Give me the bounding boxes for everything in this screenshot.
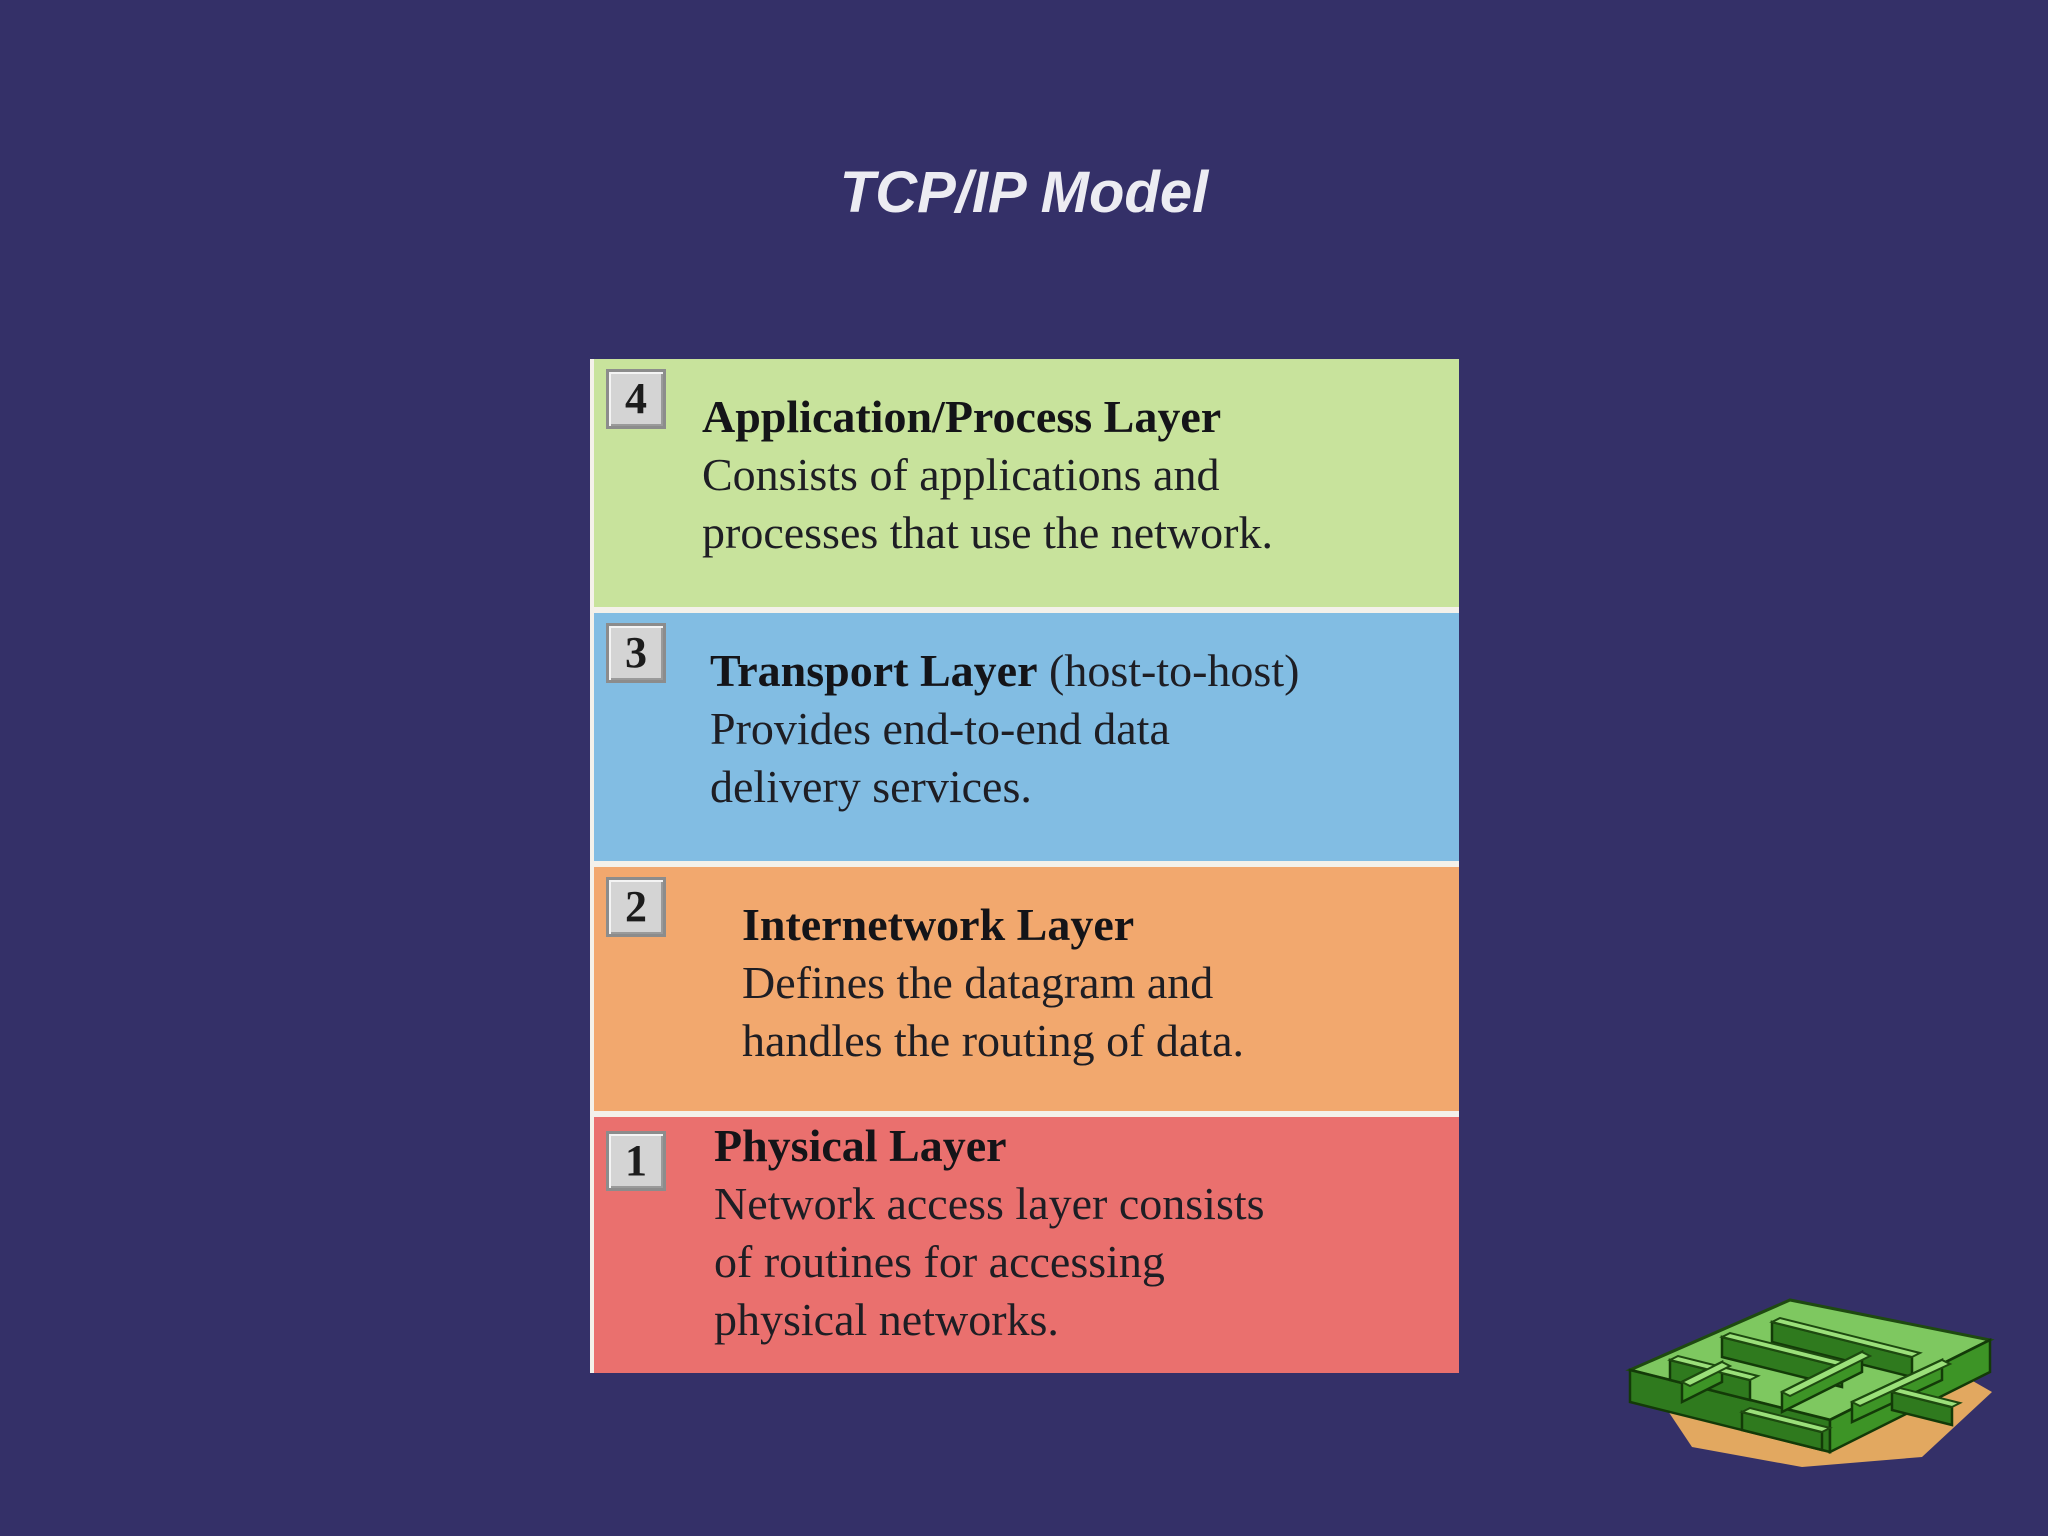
maze-icon: [1625, 1298, 1995, 1467]
layer-number-badge: 4: [606, 369, 666, 429]
layer-number-badge: 1: [606, 1131, 666, 1191]
slide-title: TCP/IP Model: [839, 160, 1209, 225]
layer-text: Internetwork Layer Defines the datagram …: [742, 896, 1244, 1070]
layer-name-suffix: (host-to-host): [1037, 645, 1300, 696]
layer-description-line: Provides end-to-end data: [710, 703, 1170, 754]
layer-number-badge: 2: [606, 877, 666, 937]
layer-application: 4 Application/Process Layer Consists of …: [594, 359, 1459, 607]
layer-description-line: physical networks.: [714, 1294, 1059, 1345]
layer-description-line: processes that use the network.: [702, 507, 1274, 558]
layer-name: Internetwork Layer: [742, 899, 1135, 950]
layer-description-line: of routines for accessing: [714, 1236, 1165, 1287]
layer-description-line: handles the routing of data.: [742, 1015, 1245, 1066]
layer-description-line: Defines the datagram and: [742, 957, 1214, 1008]
layer-text: Application/Process Layer Consists of ap…: [702, 388, 1273, 562]
layer-description-line: Consists of applications and: [702, 449, 1220, 500]
tcp-ip-layer-stack: 4 Application/Process Layer Consists of …: [590, 359, 1459, 1373]
layer-text: Transport Layer (host-to-host) Provides …: [710, 642, 1299, 816]
layer-physical: 1 Physical Layer Network access layer co…: [594, 1117, 1459, 1373]
layer-internetwork: 2 Internetwork Layer Defines the datagra…: [594, 867, 1459, 1111]
layer-number-badge: 3: [606, 623, 666, 683]
layer-name: Application/Process Layer: [702, 391, 1222, 442]
layer-name: Transport Layer: [710, 645, 1038, 696]
layer-name: Physical Layer: [714, 1120, 1007, 1171]
layer-description-line: delivery services.: [710, 761, 1032, 812]
layer-description-line: Network access layer consists: [714, 1178, 1265, 1229]
layer-text: Physical Layer Network access layer cons…: [714, 1117, 1265, 1349]
layer-transport: 3 Transport Layer (host-to-host) Provide…: [594, 613, 1459, 861]
